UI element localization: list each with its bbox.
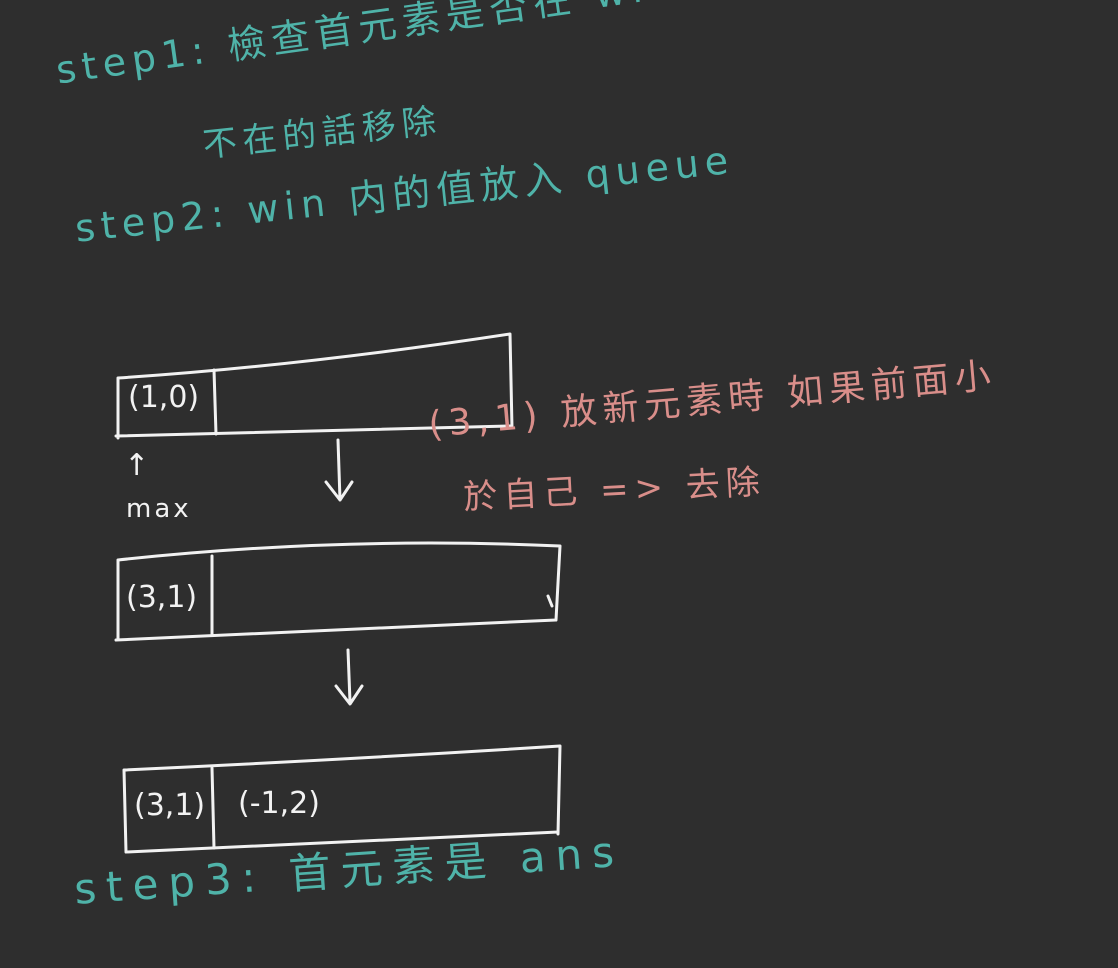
queue-box-2-outline (114, 541, 562, 642)
queue-1-cell-1: (1,0) (128, 380, 200, 415)
queue-3-cell-1: (3,1) (134, 788, 206, 823)
queue-box-1-divider (212, 368, 218, 436)
queue-box-1-outline (114, 332, 514, 440)
queue-2-cell-1: (3,1) (126, 580, 198, 615)
queue-box-3-outline (122, 744, 562, 854)
queue-3-cell-2: (-1,2) (238, 786, 320, 821)
down-arrow-icon (324, 438, 354, 502)
up-arrow-icon: ↑ (124, 448, 156, 483)
queue-box-3-divider (210, 766, 216, 850)
down-arrow-icon (334, 648, 364, 706)
max-pointer-label: max (126, 494, 192, 524)
